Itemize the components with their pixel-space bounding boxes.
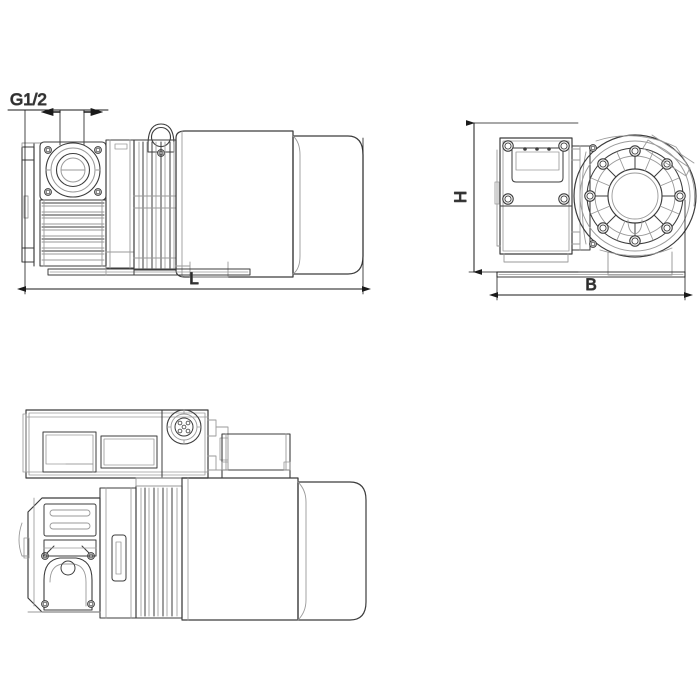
plan-connector [166, 409, 202, 445]
motor-fin-pack [133, 139, 177, 271]
length-dimension-label: L [189, 269, 198, 288]
end-elevation-view: H B [450, 120, 697, 301]
motor-barrel [175, 130, 294, 278]
plan-motor-barrel [181, 477, 299, 621]
port-callout-group [7, 107, 109, 146]
end-view-base [496, 251, 686, 278]
control-box-display [511, 147, 564, 183]
plan-pump-head [18, 497, 101, 613]
motor-flange-housing [573, 134, 697, 258]
control-box [494, 137, 581, 263]
plan-terminal-box [221, 433, 291, 479]
width-dimension-label: B [585, 275, 596, 294]
pump-finned-body [39, 199, 107, 267]
length-dimension: L [17, 109, 371, 295]
motor-fan-cowl [292, 135, 364, 275]
width-dimension: B [489, 199, 693, 301]
pump-rear-cover [21, 142, 43, 267]
height-dimension-label: H [451, 191, 470, 203]
height-dimension: H [450, 120, 579, 275]
port-callout-label: G1/2 [10, 90, 47, 109]
plan-motor-fan-cowl [297, 481, 367, 621]
pump-motor-adapter [105, 139, 135, 269]
plan-adapter-fins [99, 477, 183, 619]
plan-cover-plates [43, 503, 97, 557]
suction-port-flange [39, 141, 107, 201]
plan-display-panel-left [42, 431, 97, 473]
plan-control-box [22, 409, 217, 479]
top-plan-view [18, 409, 367, 621]
side-elevation-view: L G1/2 [7, 89, 371, 295]
plan-display-panel-right [100, 435, 158, 469]
base-rail [47, 265, 251, 276]
